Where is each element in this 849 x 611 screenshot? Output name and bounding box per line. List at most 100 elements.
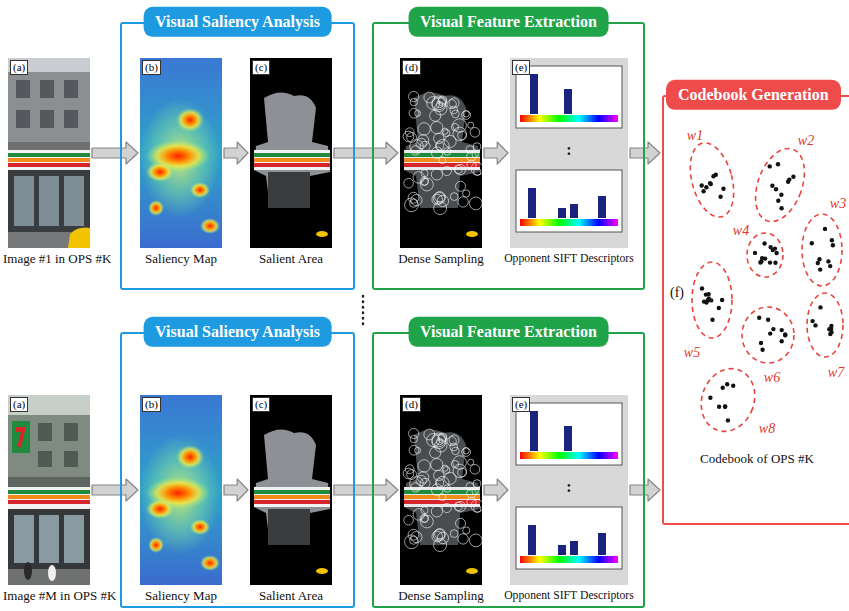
- ellipsis-dots: [362, 296, 365, 324]
- salient-area-image: [250, 58, 332, 248]
- panel-tag: (b): [142, 397, 161, 412]
- feature-dot: [791, 175, 795, 179]
- panel-caption: Opponent SIFT Descriptors: [504, 588, 634, 603]
- dense-sampling-image: [400, 58, 484, 248]
- feature-dot: [700, 183, 704, 187]
- feature-dot: [816, 261, 820, 265]
- stage-title-tab: Visual Saliency Analysis: [143, 7, 332, 37]
- flow-arrow: [334, 142, 398, 164]
- stage-title-tab: Visual Saliency Analysis: [143, 317, 332, 347]
- feature-dot: [708, 396, 712, 400]
- image-panel: (c)Salient Area: [250, 395, 332, 585]
- flow-arrow: [484, 479, 508, 501]
- codeword-label: w8: [759, 421, 775, 436]
- panel-caption: Saliency Map: [145, 251, 217, 266]
- image-panel: (b)Saliency Map: [140, 58, 222, 248]
- feature-dot: [770, 184, 774, 188]
- flow-arrow: [630, 142, 660, 164]
- codeword-label: w6: [764, 370, 780, 385]
- feature-dot: [831, 243, 835, 247]
- feature-dot: [779, 193, 783, 197]
- feature-dot: [704, 185, 708, 189]
- feature-dot: [768, 331, 772, 335]
- panel-caption: Opponent SIFT Descriptors: [504, 251, 634, 266]
- feature-dot: [721, 386, 725, 390]
- feature-dot: [776, 199, 780, 203]
- flow-arrow: [224, 479, 248, 501]
- image-panel: (d)Dense Sampling: [400, 58, 482, 248]
- feature-dot: [780, 339, 784, 343]
- feature-dot: [771, 327, 775, 331]
- panel-caption: Dense Sampling: [398, 588, 484, 603]
- feature-dot: [766, 318, 770, 322]
- feature-dot: [723, 404, 727, 408]
- feature-dot: [826, 259, 830, 263]
- figure-caption: Codebook of OPS #K: [700, 451, 814, 466]
- feature-dot: [753, 251, 757, 255]
- feature-dot: [760, 348, 764, 352]
- feature-dot: [757, 316, 761, 320]
- feature-dot: [813, 323, 817, 327]
- feature-dot: [759, 259, 763, 263]
- feature-dot: [723, 405, 727, 409]
- feature-dot: [710, 318, 714, 322]
- panel-caption: Dense Sampling: [398, 251, 484, 266]
- flow-arrow: [334, 479, 398, 501]
- stage-group-box: Visual Feature Extraction(d)Dense Sampli…: [372, 332, 645, 608]
- codebook-figure: (f)Codebook of OPS #K: [668, 120, 846, 470]
- stage-title-tab: Visual Feature Extraction: [408, 7, 609, 37]
- codeword-label: w2: [798, 133, 814, 148]
- salient-area-image: [250, 395, 332, 585]
- feature-dot: [768, 260, 772, 264]
- feature-dot: [709, 182, 713, 186]
- feature-dot: [810, 319, 814, 323]
- stage-title-tab: Codebook Generation: [666, 80, 841, 110]
- feature-dot: [700, 286, 704, 290]
- feature-dot: [717, 306, 721, 310]
- feature-dot: [720, 298, 724, 302]
- feature-dot: [717, 405, 721, 409]
- panel-tag: (a): [10, 397, 28, 412]
- ellipsis-mark: :: [566, 478, 571, 496]
- panel-tag: (c): [252, 397, 270, 412]
- stage-title-tab: Visual Feature Extraction: [408, 317, 609, 347]
- feature-dot: [759, 341, 763, 345]
- feature-dot: [721, 187, 725, 191]
- sift-histograms: [510, 58, 628, 248]
- panel-tag: (e): [512, 397, 530, 412]
- feature-dot: [776, 162, 780, 166]
- feature-dot: [823, 227, 827, 231]
- feature-dot: [774, 187, 778, 191]
- feature-dot: [768, 164, 772, 168]
- panel-tag: (c): [252, 60, 270, 75]
- image-panel: (b)Saliency Map: [140, 395, 222, 585]
- panel-caption: Image #M in OPS #K: [3, 588, 116, 603]
- panel-tag: (d): [402, 397, 421, 412]
- feature-dot: [818, 305, 822, 309]
- feature-dot: [768, 245, 772, 249]
- feature-dot: [701, 189, 705, 193]
- image-panel: (a)Image #M in OPS #K: [8, 395, 90, 585]
- feature-dot: [783, 332, 787, 336]
- feature-dot: [709, 298, 713, 302]
- stage-group-box: Visual Saliency Analysis(b)Saliency Map(…: [120, 22, 355, 290]
- flow-arrow: [484, 142, 508, 164]
- store-photo: [8, 395, 90, 585]
- feature-dot: [718, 195, 722, 199]
- codeword-label: w3: [830, 196, 846, 211]
- sift-histograms: [510, 395, 628, 585]
- image-panel: (d)Dense Sampling: [400, 395, 482, 585]
- ellipsis-mark: :: [566, 141, 571, 159]
- feature-dot: [763, 256, 767, 260]
- cluster-ellipses: [683, 138, 843, 439]
- saliency-heatmap: [140, 395, 222, 585]
- feature-dot: [830, 238, 834, 242]
- panel-tag: (d): [402, 60, 421, 75]
- feature-dot: [774, 251, 778, 255]
- feature-dot: [786, 180, 790, 184]
- feature-dot: [731, 384, 735, 388]
- feature-dot: [780, 328, 784, 332]
